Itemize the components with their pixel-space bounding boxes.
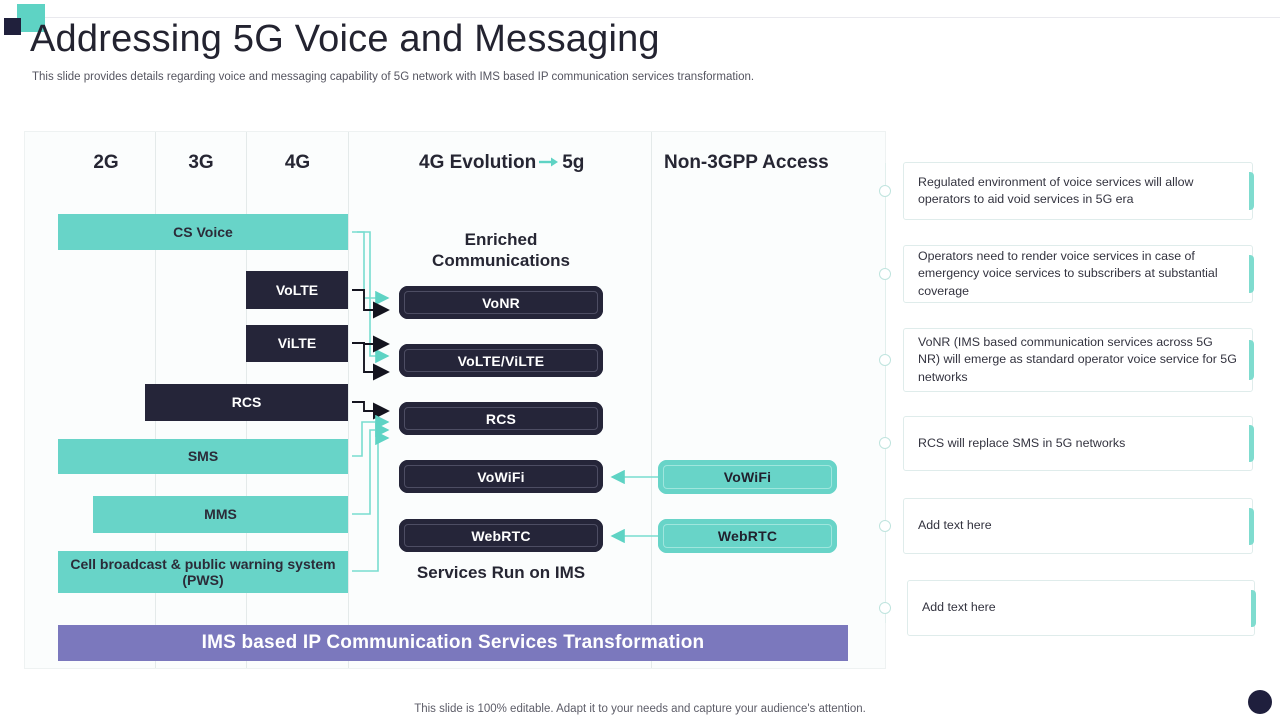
note-text: VoNR (IMS based communication services a…	[918, 335, 1237, 384]
center-box-label: VoLTE/ViLTE	[457, 352, 545, 369]
center-box-rcs[interactable]: RCS	[399, 402, 603, 435]
center-box-label: WebRTC	[471, 527, 531, 544]
legacy-bar-label: Cell broadcast & public warning system (…	[70, 555, 336, 588]
legacy-bar-sms[interactable]: SMS	[58, 439, 348, 474]
legacy-bar-cs-voice[interactable]: CS Voice	[58, 214, 348, 250]
note-card[interactable]: Operators need to render voice services …	[903, 245, 1253, 303]
column-header-4g-evolution-5g: 4G Evolution 5g	[419, 152, 584, 174]
notes-rail	[885, 163, 886, 623]
evolution-label-left: 4G Evolution	[419, 152, 537, 174]
non3gpp-box-vowifi[interactable]: VoWiFi	[658, 460, 837, 494]
footer-note: This slide is 100% editable. Adapt it to…	[414, 703, 866, 715]
legacy-bar-label: CS Voice	[173, 223, 233, 240]
arrow-right-icon	[538, 152, 560, 174]
non3gpp-box-webrtc[interactable]: WebRTC	[658, 519, 837, 553]
note-accent-bar	[1249, 340, 1254, 380]
gen-header-4g: 4G	[284, 152, 311, 173]
page-subtitle: This slide provides details regarding vo…	[32, 71, 755, 83]
note-text: Operators need to render voice services …	[918, 249, 1218, 298]
gen-header-3g: 3G	[188, 152, 214, 173]
legacy-bar-pws[interactable]: Cell broadcast & public warning system (…	[58, 551, 348, 593]
note-bullet-icon	[879, 354, 891, 366]
legacy-bar-label: SMS	[187, 448, 219, 465]
center-caption-top: Enriched Communications	[432, 230, 570, 271]
note-card[interactable]: Add text here	[903, 498, 1253, 554]
logo-square-navy	[4, 18, 21, 35]
column-header-non-3gpp-access: Non-3GPP Access	[664, 152, 829, 173]
legacy-bar-label: MMS	[204, 506, 237, 523]
note-text: Add text here	[918, 518, 992, 533]
center-box-label: VoWiFi	[477, 468, 525, 485]
legacy-bar-label: ViLTE	[277, 335, 317, 352]
note-text: Regulated environment of voice services …	[918, 174, 1194, 206]
logo-square-teal	[17, 4, 45, 32]
ims-transformation-banner: IMS based IP Communication Services Tran…	[58, 625, 848, 661]
center-box-volte-vilte[interactable]: VoLTE/ViLTE	[399, 344, 603, 377]
legacy-bar-volte[interactable]: VoLTE	[246, 271, 348, 309]
note-card[interactable]: Regulated environment of voice services …	[903, 162, 1253, 220]
non3gpp-box-label: WebRTC	[717, 528, 778, 544]
banner-label: IMS based IP Communication Services Tran…	[201, 632, 705, 653]
note-accent-bar	[1249, 425, 1254, 462]
legacy-bar-label: RCS	[231, 394, 262, 411]
center-box-vowifi[interactable]: VoWiFi	[399, 460, 603, 493]
legacy-bar-rcs[interactable]: RCS	[145, 384, 348, 421]
note-text: RCS will replace SMS in 5G networks	[918, 435, 1126, 450]
corner-dot-decoration	[1248, 690, 1272, 714]
note-bullet-icon	[879, 520, 891, 532]
center-box-label: RCS	[485, 410, 517, 427]
note-bullet-icon	[879, 185, 891, 197]
center-box-label: VoNR	[482, 294, 520, 311]
note-bullet-icon	[879, 268, 891, 280]
note-accent-bar	[1249, 508, 1254, 545]
note-bullet-icon	[879, 602, 891, 614]
note-card[interactable]: RCS will replace SMS in 5G networks	[903, 416, 1253, 471]
center-caption-bottom: Services Run on IMS	[416, 563, 586, 582]
evolution-label-right: 5g	[562, 152, 585, 174]
note-card[interactable]: VoNR (IMS based communication services a…	[903, 328, 1253, 392]
header-divider	[45, 17, 1280, 18]
gen-header-2g: 2G	[93, 152, 119, 173]
page-title: Addressing 5G Voice and Messaging	[30, 18, 660, 60]
non3gpp-box-label: VoWiFi	[723, 469, 772, 485]
column-divider	[651, 132, 652, 668]
note-card[interactable]: Add text here	[907, 580, 1255, 636]
legacy-bar-vilte[interactable]: ViLTE	[246, 325, 348, 362]
note-accent-bar	[1249, 255, 1254, 293]
note-accent-bar	[1249, 172, 1254, 210]
column-divider	[348, 132, 349, 668]
center-box-webrtc[interactable]: WebRTC	[399, 519, 603, 552]
note-bullet-icon	[879, 437, 891, 449]
note-accent-bar	[1251, 590, 1256, 627]
note-text: Add text here	[922, 600, 996, 615]
center-box-vonr[interactable]: VoNR	[399, 286, 603, 319]
legacy-bar-mms[interactable]: MMS	[93, 496, 348, 533]
legacy-bar-label: VoLTE	[275, 281, 319, 298]
